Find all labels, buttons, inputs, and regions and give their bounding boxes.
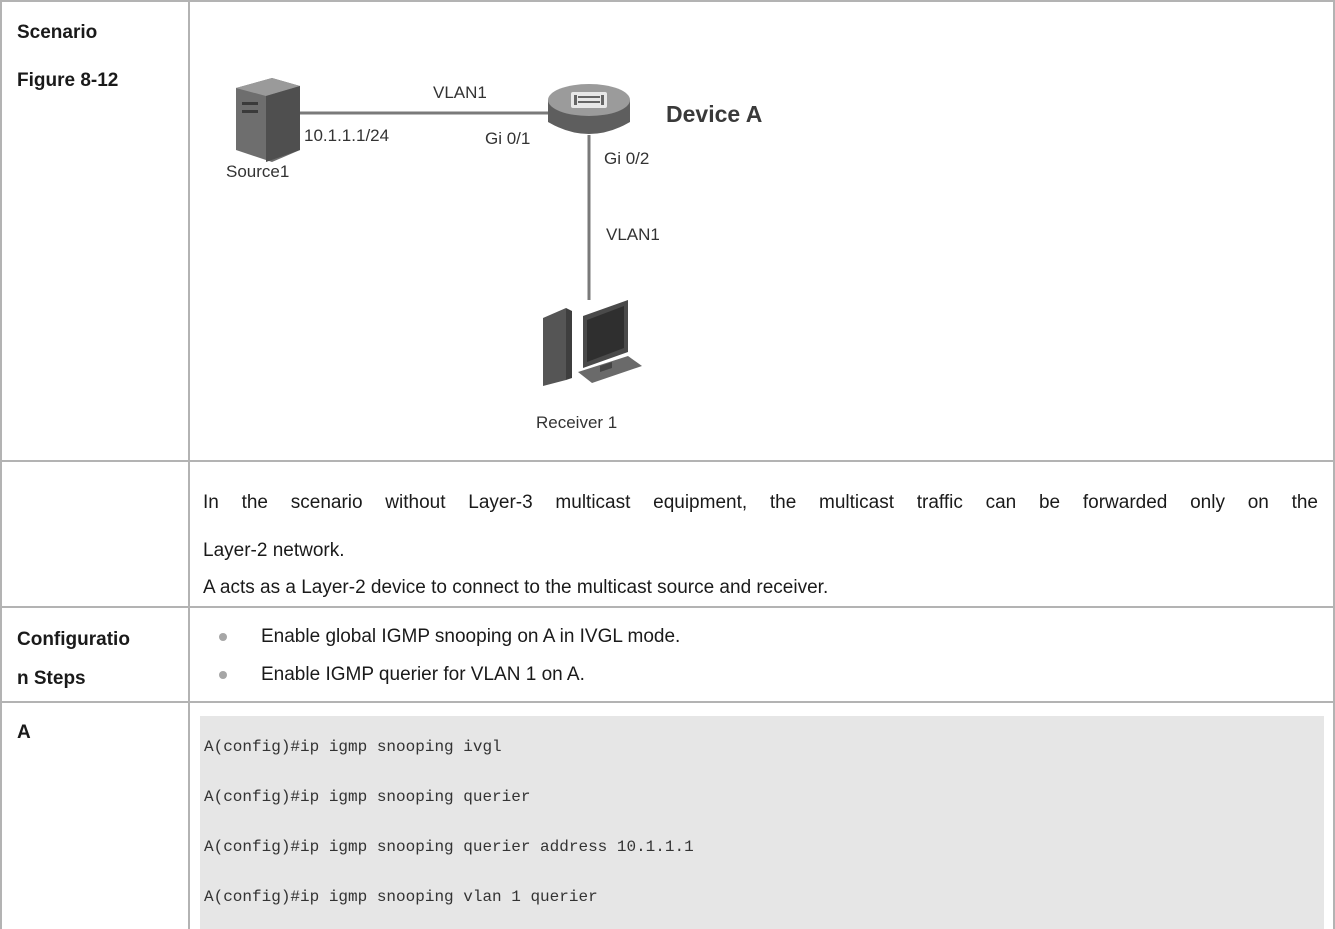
device-a-label: A [17,722,31,743]
source-name-label: Source1 [226,162,289,181]
table-top-border [0,0,1335,2]
description-line: In the scenario without Layer-3 multicas… [203,492,1318,513]
port-gi-0-2-label: Gi 0/2 [604,149,649,168]
table-right-border [1333,0,1335,929]
config-steps-label: Configuratio [17,629,130,650]
config-steps-label: n Steps [17,668,86,689]
code-line: A(config)#ip igmp snooping vlan 1 querie… [204,888,598,906]
port-gi-0-1-label: Gi 0/1 [485,129,530,148]
bullet-icon [219,671,227,679]
device-name-label: Device A [666,101,762,127]
description-line: Layer-2 network. [203,540,345,561]
vlan-top-label: VLAN1 [433,83,487,102]
bullet-icon [219,633,227,641]
code-line: A(config)#ip igmp snooping querier [204,788,531,806]
code-line: A(config)#ip igmp snooping querier addre… [204,838,694,856]
switch-icon [548,84,630,134]
row-divider [0,701,1335,703]
step-item: Enable global IGMP snooping on A in IVGL… [261,626,681,647]
server-icon [236,78,300,162]
column-divider [188,0,190,929]
scenario-label: Scenario [17,22,98,43]
code-block: A(config)#ip igmp snooping ivgl A(config… [200,716,1324,929]
code-line: A(config)#ip igmp snooping ivgl [204,738,502,756]
table-left-border [0,0,2,929]
network-topology-diagram: VLAN1 Device A 10.1.1.1/24 Gi 0/1 Gi 0/2… [226,78,762,432]
computer-icon [543,300,642,386]
step-item: Enable IGMP querier for VLAN 1 on A. [261,664,585,685]
row-divider [0,460,1335,462]
source-ip-label: 10.1.1.1/24 [304,126,389,145]
description-line: A acts as a Layer-2 device to connect to… [203,577,829,598]
figure-number-label: Figure 8-12 [17,70,119,91]
receiver-name-label: Receiver 1 [536,413,617,432]
vlan-bottom-label: VLAN1 [606,225,660,244]
row-divider [0,606,1335,608]
